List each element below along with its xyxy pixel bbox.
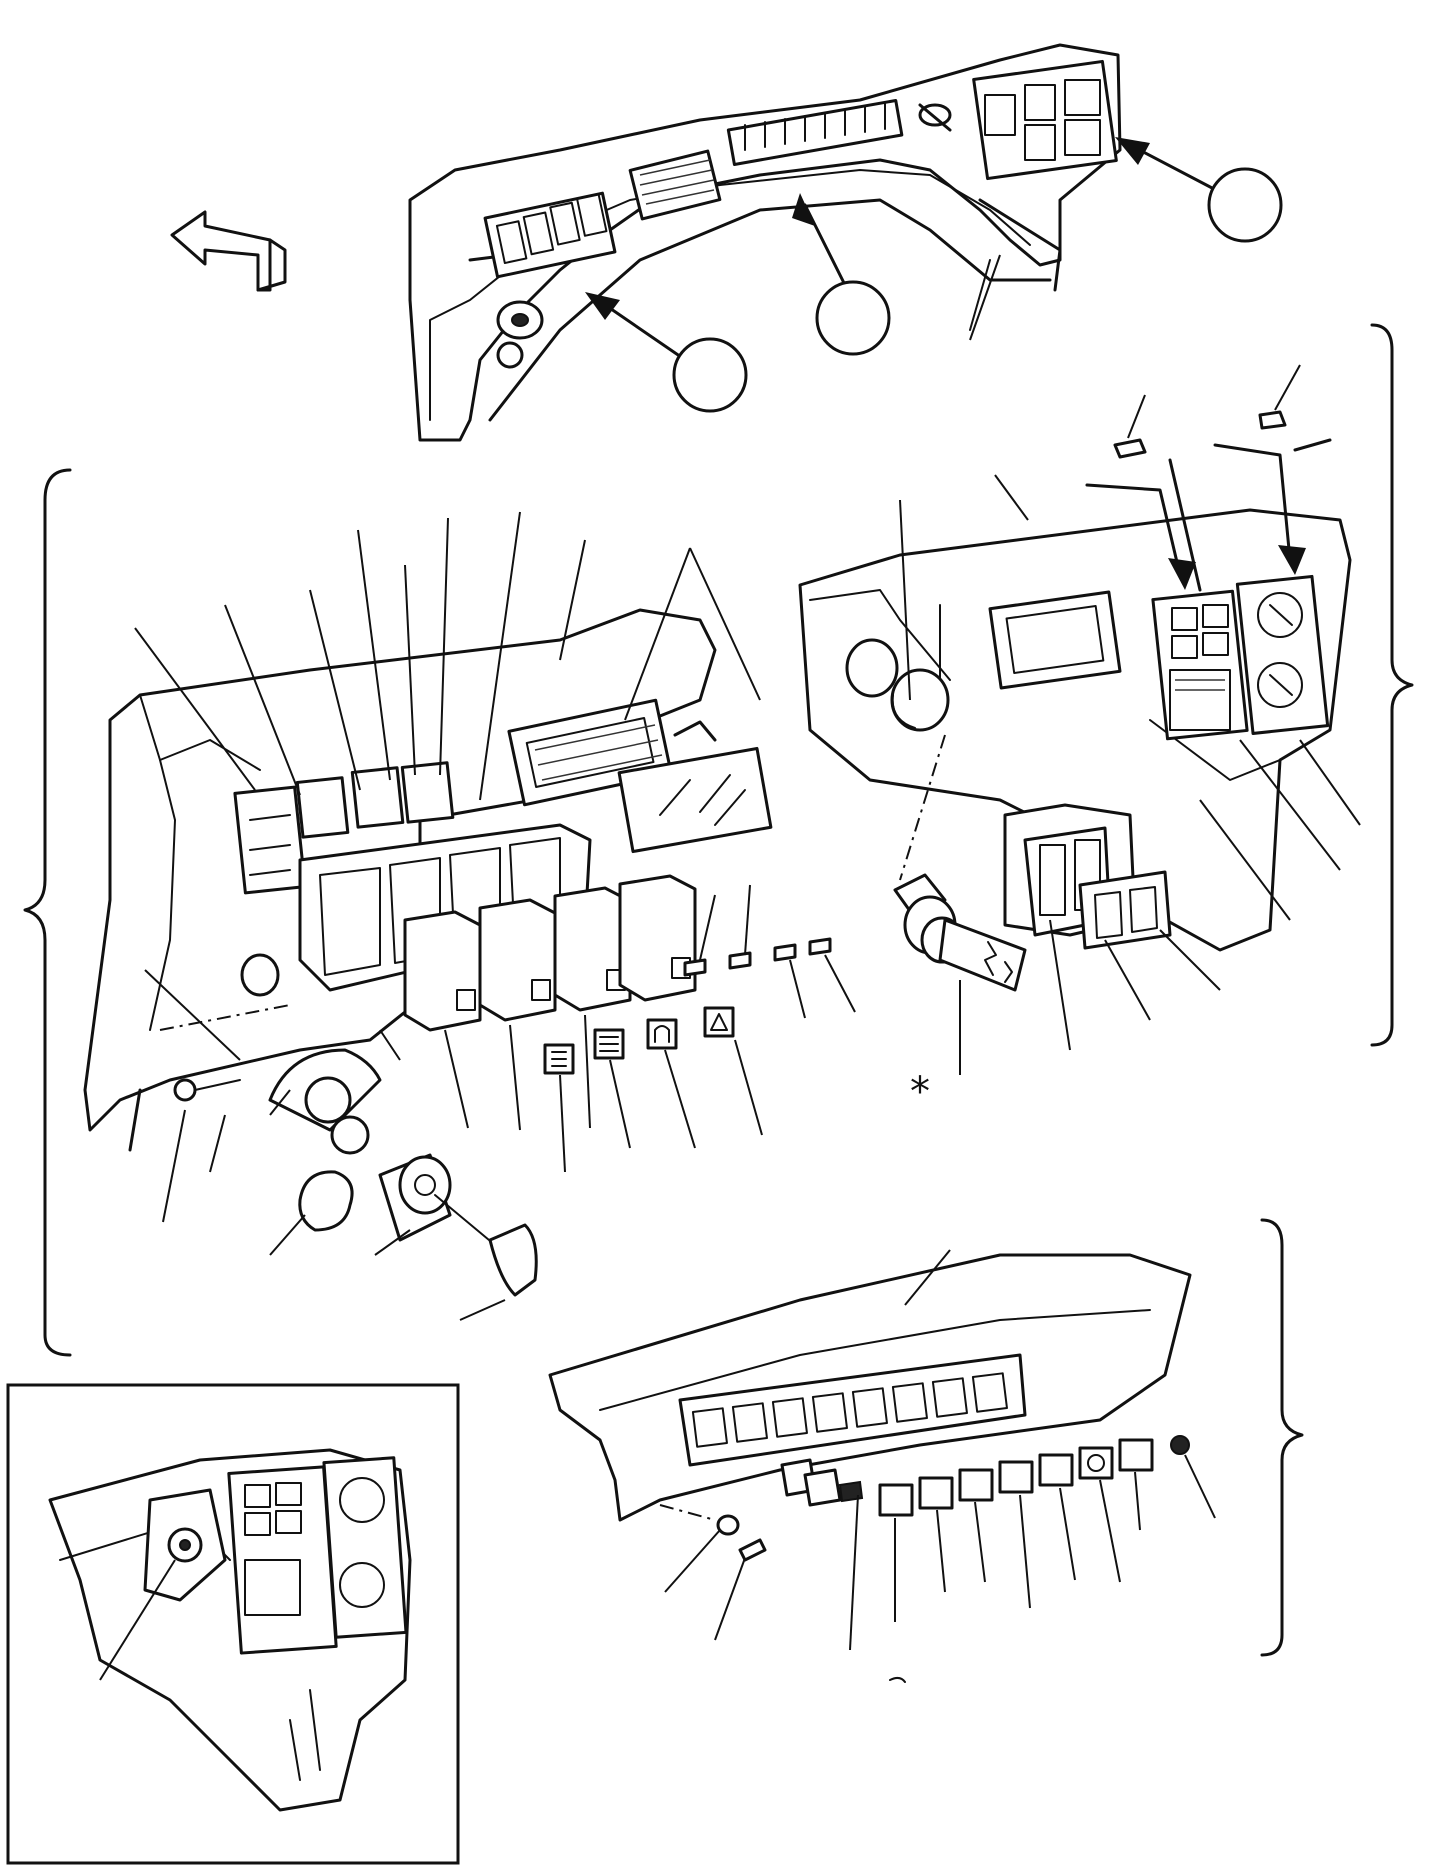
overview-ignition-switch: [496, 300, 544, 369]
rocker-switch-4: [618, 874, 697, 1002]
callout-arrow-right: [1115, 137, 1283, 243]
rocker-switch-1: [403, 910, 482, 1032]
main-beam-button-icon: [958, 1468, 994, 1502]
beacon-lens-icon: [646, 1018, 678, 1050]
ignition-parts: [173, 1048, 538, 1297]
overview-lamp-strip: [726, 98, 904, 166]
parking-brake-button-icon: [1078, 1446, 1114, 1480]
key-button-icon: [1118, 1438, 1154, 1472]
leader-lines-left: [134, 511, 856, 1321]
panel-hole-right: [845, 638, 899, 698]
inset-detail-box: [6, 1383, 460, 1865]
left-panel-exploded: [23, 468, 856, 1357]
ignition-key-icon: [488, 1223, 538, 1297]
dipped-light-button-icon: [918, 1476, 954, 1510]
asterisk-note: *: [910, 1069, 930, 1115]
toggle-lever-switch: [893, 873, 1027, 992]
inset-switch-module: [227, 1456, 408, 1655]
direction-arrow-icon: [170, 210, 287, 292]
overview-left-switch-panel: [483, 191, 617, 279]
panel-hole: [240, 953, 280, 997]
switch-housing-row: [233, 761, 455, 895]
right-panel-exploded: [798, 323, 1414, 1075]
indicator-knob-icon: [1170, 1435, 1190, 1455]
right-switch-block: [1003, 803, 1172, 950]
leader-lines-lower: [664, 1249, 1216, 1683]
lighter-socket: [890, 668, 950, 732]
cluster-lens: [617, 746, 773, 854]
switch-lens-set: [543, 1006, 735, 1075]
rocker-switch-3: [553, 886, 632, 1012]
hazard-lens-icon: [703, 1006, 735, 1038]
leader-lines-right: [899, 364, 1361, 1075]
lower-switch-row: [780, 1435, 1190, 1517]
rocker-switch-row: [403, 874, 697, 1032]
screw-set: [683, 937, 832, 977]
callout-arrow-centre: [792, 193, 891, 356]
screw-pair-top: [1113, 410, 1287, 459]
work-light-button-icon: [1038, 1453, 1074, 1487]
callout-arrow-left: [585, 292, 748, 413]
blank-button: [998, 1460, 1034, 1494]
right-gauge-module: [1151, 574, 1330, 741]
overview-warning-cluster: [628, 149, 722, 221]
dashboard-overview: [408, 43, 1283, 442]
lower-lamp-panel: [548, 1218, 1304, 1683]
lower-lamp-strip: [678, 1353, 1027, 1467]
overview-right-switch-panel: [918, 59, 1118, 181]
ignition-cover: [298, 1170, 354, 1232]
rocker-switch-2: [478, 898, 557, 1022]
front-light-button-icon: [878, 1483, 914, 1517]
lower-screw-washer: [659, 1504, 767, 1562]
